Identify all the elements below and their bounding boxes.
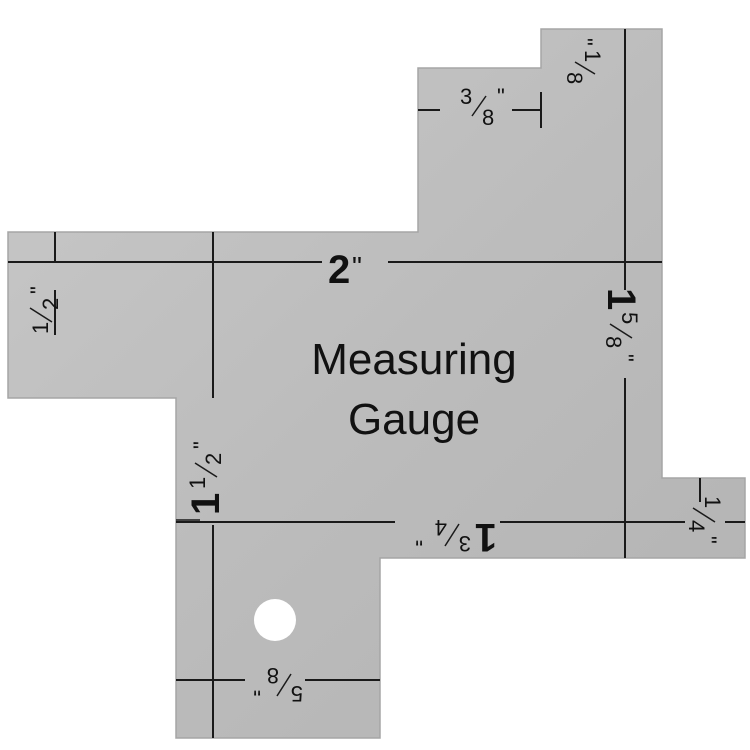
svg-text:5: 5: [291, 681, 303, 706]
svg-text:8: 8: [601, 336, 626, 348]
svg-text:1: 1: [599, 288, 643, 310]
label-one-half-inch: 1 2 ": [26, 286, 63, 334]
label-five-eighths-inch: 5 8 ": [253, 663, 303, 706]
hanging-hole: [254, 599, 296, 641]
svg-text:8: 8: [267, 663, 279, 688]
svg-text:": ": [613, 354, 638, 362]
svg-text:": ": [26, 286, 51, 294]
svg-text:1: 1: [580, 50, 605, 62]
svg-text:1: 1: [475, 515, 497, 559]
svg-text:5: 5: [617, 312, 642, 324]
svg-text:3: 3: [460, 84, 472, 109]
svg-text:4: 4: [435, 515, 447, 540]
label-one-and-half-inch: 1 1 2 ": [184, 441, 228, 515]
label-one-quarter-inch: 1 4 ": [684, 496, 725, 544]
svg-text:": ": [352, 251, 362, 282]
title-line-2: Gauge: [348, 395, 480, 444]
svg-text:1: 1: [184, 493, 228, 515]
svg-text:": ": [572, 38, 597, 46]
svg-text:": ": [497, 84, 505, 109]
svg-text:3: 3: [459, 531, 471, 556]
svg-text:2: 2: [328, 248, 350, 292]
label-one-eighth-inch: " 1 8: [562, 38, 605, 84]
svg-text:1: 1: [185, 477, 210, 489]
svg-text:8: 8: [562, 72, 587, 84]
svg-text:2: 2: [201, 453, 226, 465]
svg-text:": ": [696, 536, 721, 544]
title-line-1: Measuring: [311, 335, 516, 384]
svg-text:1: 1: [700, 496, 725, 508]
label-one-three-quarters-inch: 1 3 4 ": [415, 515, 497, 559]
svg-text:4: 4: [684, 520, 709, 532]
svg-text:2: 2: [38, 298, 63, 310]
svg-text:8: 8: [482, 105, 494, 130]
svg-text:1: 1: [28, 322, 53, 334]
svg-text:": ": [415, 525, 423, 550]
svg-text:": ": [253, 675, 261, 700]
label-three-eighths-inch: 3 8 ": [460, 84, 505, 130]
svg-text:": ": [189, 441, 214, 449]
ruling-lines: [8, 29, 745, 738]
label-one-five-eighths-inch: 1 5 8 ": [599, 288, 643, 362]
gauge-plate: [7, 28, 746, 739]
label-2-inch: 2 ": [328, 248, 362, 292]
